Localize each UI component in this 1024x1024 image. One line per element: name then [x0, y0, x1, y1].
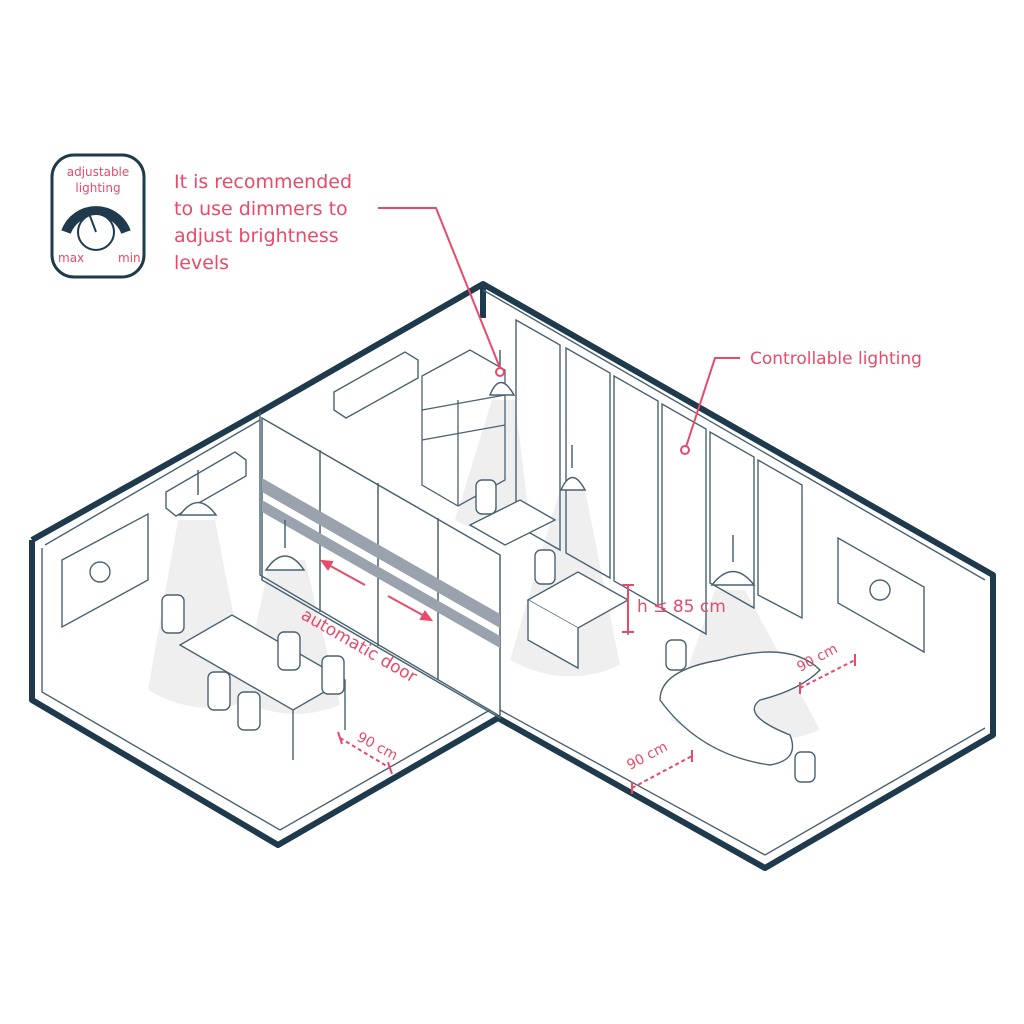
- ac-unit-left: [165, 451, 247, 517]
- lamp-left: [178, 501, 218, 516]
- inner-floor-right: [499, 709, 986, 856]
- left-wall-top: [44, 419, 261, 546]
- dim-right-top: [799, 659, 856, 689]
- door-arrows: [319, 559, 434, 622]
- lamp-right: [710, 570, 756, 586]
- adjustable-lighting-badge: adjustable lighting max min: [50, 153, 146, 279]
- whiteboard-left: [61, 512, 149, 629]
- clearance-right-bottom-label: 90 cm: [624, 739, 670, 774]
- badge-title-line2: lighting: [75, 181, 120, 195]
- controllable-lighting-label: Controllable lighting: [750, 349, 922, 369]
- whiteboard-right: [837, 536, 925, 654]
- door-band-2: [262, 500, 500, 648]
- light-cone-back: [455, 400, 530, 532]
- dimmer-note-line3: adjust brightness: [174, 225, 339, 247]
- lamp-partition: [264, 555, 306, 571]
- dimmer-note-line4: levels: [174, 252, 229, 274]
- back-wall-top: [482, 289, 986, 581]
- dial-arc: [61, 206, 131, 235]
- window-panels: [515, 318, 803, 636]
- dimension-lines: [337, 584, 856, 794]
- badge-max-label: max: [58, 251, 84, 265]
- floor-lines: [41, 289, 986, 856]
- lamp-center: [559, 476, 587, 491]
- door-band-1: [262, 478, 500, 628]
- pendant-lamps: [178, 350, 756, 586]
- glass-partition: [261, 416, 501, 720]
- desks: [178, 499, 821, 766]
- clearance-left-label: 90 cm: [354, 729, 400, 764]
- back-desk: [468, 499, 557, 546]
- lamp-back: [488, 381, 516, 396]
- dimmer-leader: [378, 207, 501, 369]
- dim-right-bottom: [631, 755, 693, 789]
- curved-desk: [659, 651, 821, 766]
- dimmer-note-line1: It is recommended: [174, 171, 352, 193]
- ac-units: [165, 351, 419, 517]
- partition-wall: [259, 412, 499, 716]
- glass-panel-frame: [261, 416, 501, 720]
- chairs: [161, 479, 816, 783]
- desk-height-label: h ≤ 85 cm: [637, 597, 726, 617]
- callout-leaders: [378, 207, 740, 455]
- ac-unit-back: [333, 351, 419, 419]
- badge-title-line1: adjustable: [67, 165, 130, 179]
- arrow-left: [324, 562, 366, 586]
- dimmer-note-line2: to use dimmers to: [174, 198, 348, 220]
- controllable-leader: [684, 357, 740, 451]
- badge-min-label: min: [118, 251, 141, 265]
- dim-left: [339, 737, 391, 769]
- arrow-right: [387, 595, 429, 619]
- inner-floor-left: [41, 548, 491, 831]
- shelving-unit: [421, 349, 506, 507]
- whiteboards: [61, 512, 925, 654]
- wall-outline: [29, 281, 996, 871]
- outer-walls: [29, 281, 996, 871]
